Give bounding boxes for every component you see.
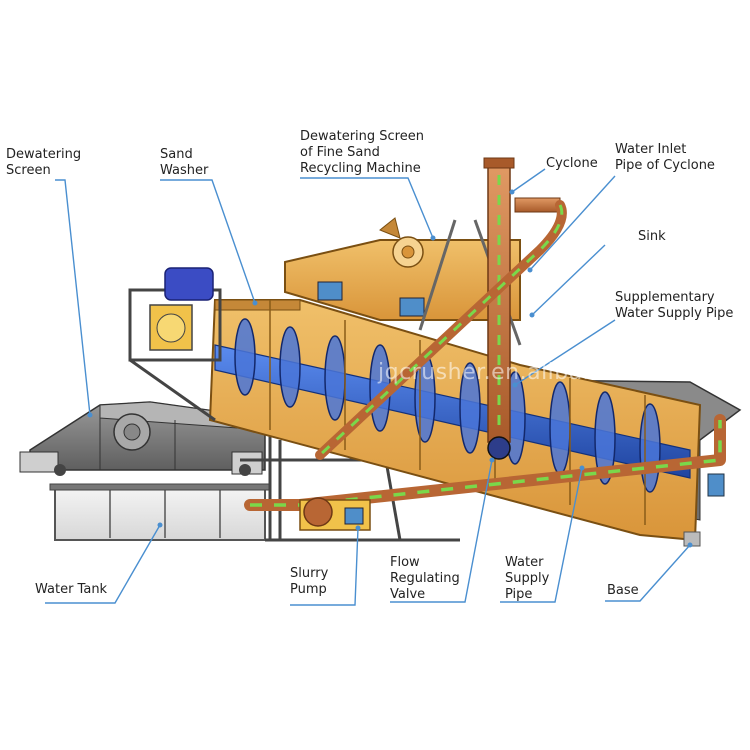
- watermark: jqcrusher.en.alibaba.com: [378, 360, 668, 385]
- slurry-pump: [299, 497, 371, 531]
- label-supplementary-pipe: Supplementary Water Supply Pipe: [615, 290, 734, 321]
- label-cyclone: Cyclone: [546, 156, 598, 171]
- label-flow-valve: Flow Regulating Valve: [390, 555, 460, 602]
- fine-sand-screen: [284, 217, 522, 346]
- sand-washer: [208, 299, 725, 547]
- label-sand-washer: Sand Washer: [160, 147, 209, 178]
- label-sink: Sink: [638, 229, 666, 244]
- leader-lines: [45, 168, 691, 606]
- water-supply-pipe: [244, 414, 726, 511]
- water-tank: [49, 483, 271, 541]
- label-base: Base: [607, 583, 639, 598]
- leader-tips: [87, 189, 693, 548]
- label-slurry-pump: Slurry Pump: [290, 566, 329, 597]
- washer-drive: [128, 267, 222, 422]
- water-inlet-pipe: [315, 200, 567, 460]
- label-dewatering-screen: Dewatering Screen: [6, 147, 82, 178]
- label-water-supply-pipe: Water Supply Pipe: [505, 555, 550, 602]
- label-fine-sand-screen: Dewatering Screen of Fine Sand Recycling…: [300, 129, 424, 176]
- label-water-tank: Water Tank: [35, 582, 108, 597]
- support-frame: [240, 430, 460, 542]
- label-water-inlet-pipe: Water Inlet Pipe of Cyclone: [615, 142, 715, 173]
